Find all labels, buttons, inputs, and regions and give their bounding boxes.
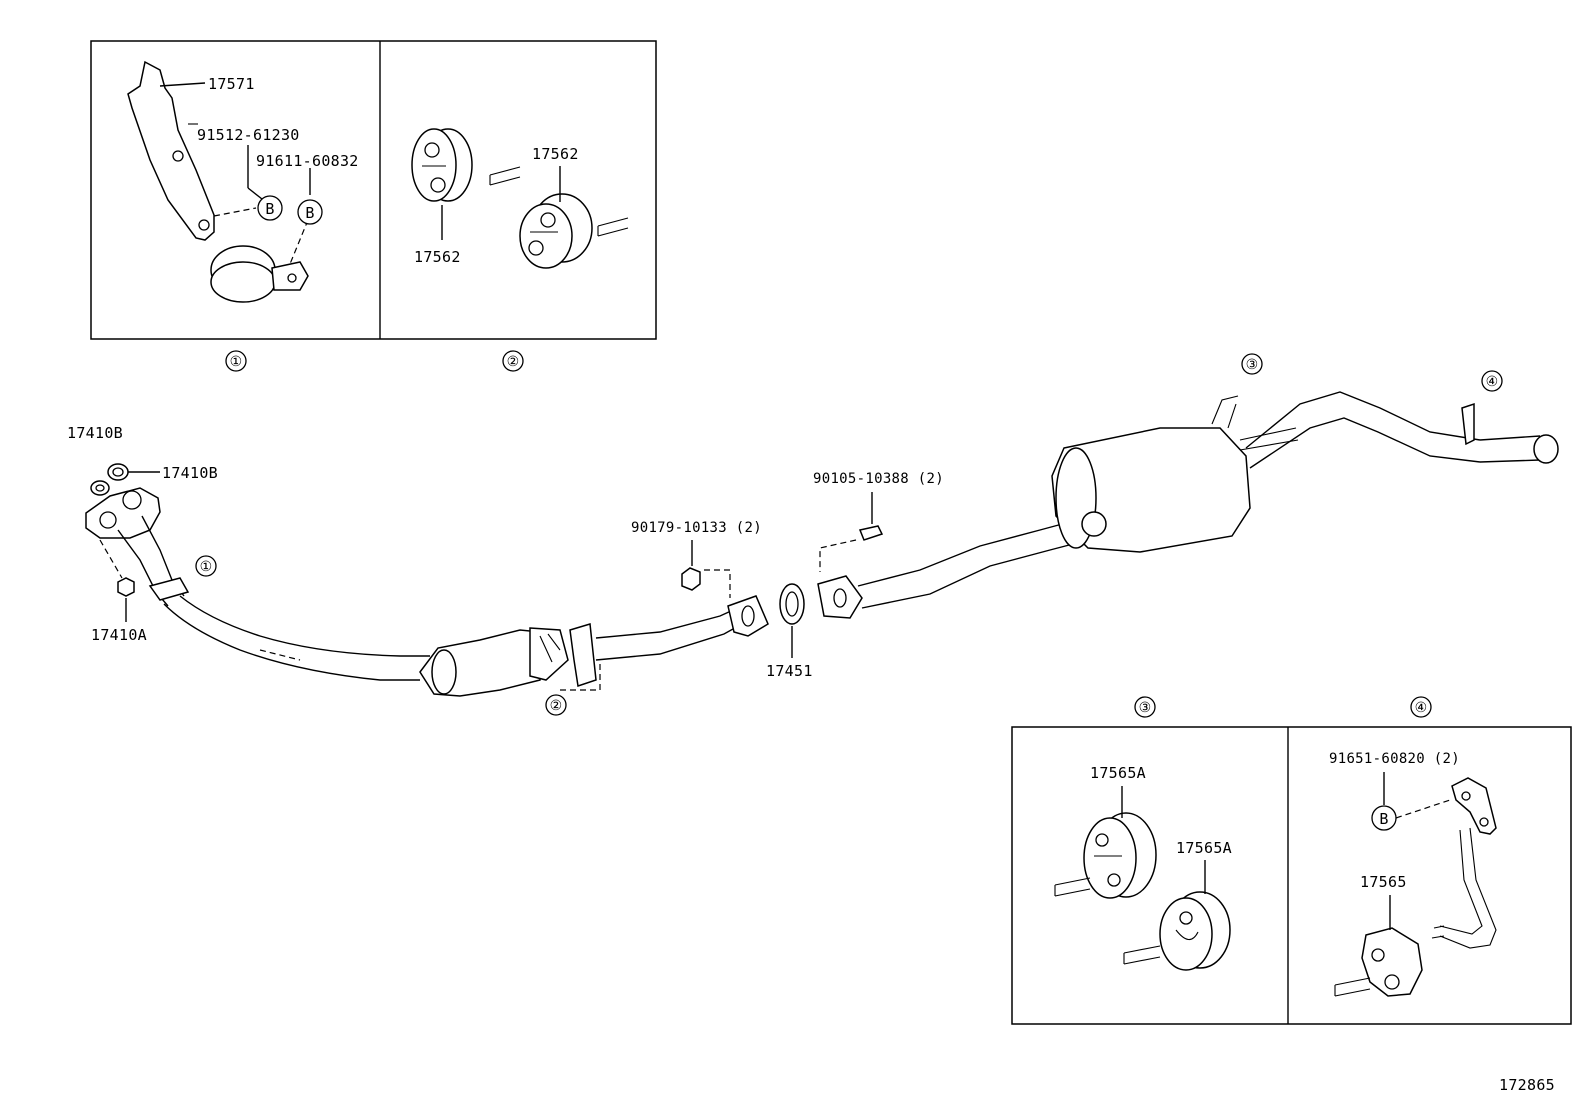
part-label-17565A-2: 17565A	[1176, 839, 1232, 857]
bolt-90105-drawing	[819, 492, 884, 572]
muffler-drawing	[1051, 391, 1481, 553]
b-marker-text: B	[265, 200, 274, 218]
part-label-17565: 17565	[1360, 873, 1407, 891]
catalytic-converter-drawing	[419, 595, 769, 697]
callout-2-box: ②	[502, 350, 524, 372]
callout-1-box: ①	[225, 350, 247, 372]
part-label-91512-61230: 91512-61230	[197, 126, 300, 144]
b-marker-1: B	[257, 195, 283, 221]
box1-leaders	[213, 145, 311, 265]
exhaust-front-pipe-drawing	[85, 487, 430, 681]
callout-text: ②	[550, 698, 563, 714]
hanger-17565A-2-drawing	[1123, 891, 1231, 971]
hanger-17565A-1-drawing	[1054, 812, 1157, 899]
inset-box-1-2	[90, 40, 657, 340]
b-marker-text: B	[1379, 810, 1388, 828]
box4-leaders	[1383, 772, 1451, 930]
part-label-17571: 17571	[208, 75, 255, 93]
nut-17410a-drawing	[99, 539, 135, 622]
tailpipe-bracket-drawing	[1431, 777, 1497, 949]
callout-text: ①	[230, 354, 243, 370]
callout-3-box: ③	[1134, 696, 1156, 718]
clamp-drawing	[210, 245, 309, 303]
box2-leaders	[441, 166, 561, 240]
part-label-17410a: 17410A	[91, 626, 147, 644]
nut-90179-drawing	[681, 540, 731, 598]
gaskets-17410b-drawing	[90, 463, 160, 496]
callout-1-main: ①	[195, 555, 217, 577]
hanger-17562-upper-drawing	[411, 128, 521, 202]
callout-text: ③	[1139, 700, 1152, 716]
callout-2-main: ②	[545, 694, 567, 716]
tailpipe-drawing	[1461, 402, 1559, 464]
callout-text: ③	[1246, 357, 1259, 373]
callout-text: ④	[1486, 374, 1499, 390]
callout-text: ①	[200, 559, 213, 575]
callout-4-main: ④	[1481, 370, 1503, 392]
callout-3-main: ③	[1241, 353, 1263, 375]
inset-box-3-4	[1011, 726, 1572, 1025]
callout-text: ④	[1415, 700, 1428, 716]
part-label-17562-lower: 17562	[414, 248, 461, 266]
part-label-17562-upper: 17562	[532, 145, 579, 163]
b-marker-text: B	[305, 204, 314, 222]
callout-text: ②	[507, 354, 520, 370]
part-label-17565A-1: 17565A	[1090, 764, 1146, 782]
part-label-90105-10388: 90105-10388 (2)	[813, 471, 944, 487]
part-label-90179-10133: 90179-10133 (2)	[631, 520, 762, 536]
bracket-17571-drawing	[127, 60, 215, 241]
center-pipe-drawing	[817, 515, 1097, 619]
part-label-17410b-2: 17410B	[162, 464, 218, 482]
figure-number: 172865	[1499, 1076, 1555, 1094]
part-label-91651-60820: 91651-60820 (2)	[1329, 751, 1460, 767]
part-label-17410b-1: 17410B	[67, 424, 123, 442]
part-label-91611-60832: 91611-60832	[256, 152, 359, 170]
b-marker-3: B	[1371, 805, 1397, 831]
hanger-17565-drawing	[1334, 927, 1423, 997]
part-label-17451: 17451	[766, 662, 813, 680]
b-marker-2: B	[297, 199, 323, 225]
callout-4-box: ④	[1410, 696, 1432, 718]
gasket-17451-drawing	[779, 583, 805, 658]
hanger-17562-lower-drawing	[519, 193, 629, 269]
